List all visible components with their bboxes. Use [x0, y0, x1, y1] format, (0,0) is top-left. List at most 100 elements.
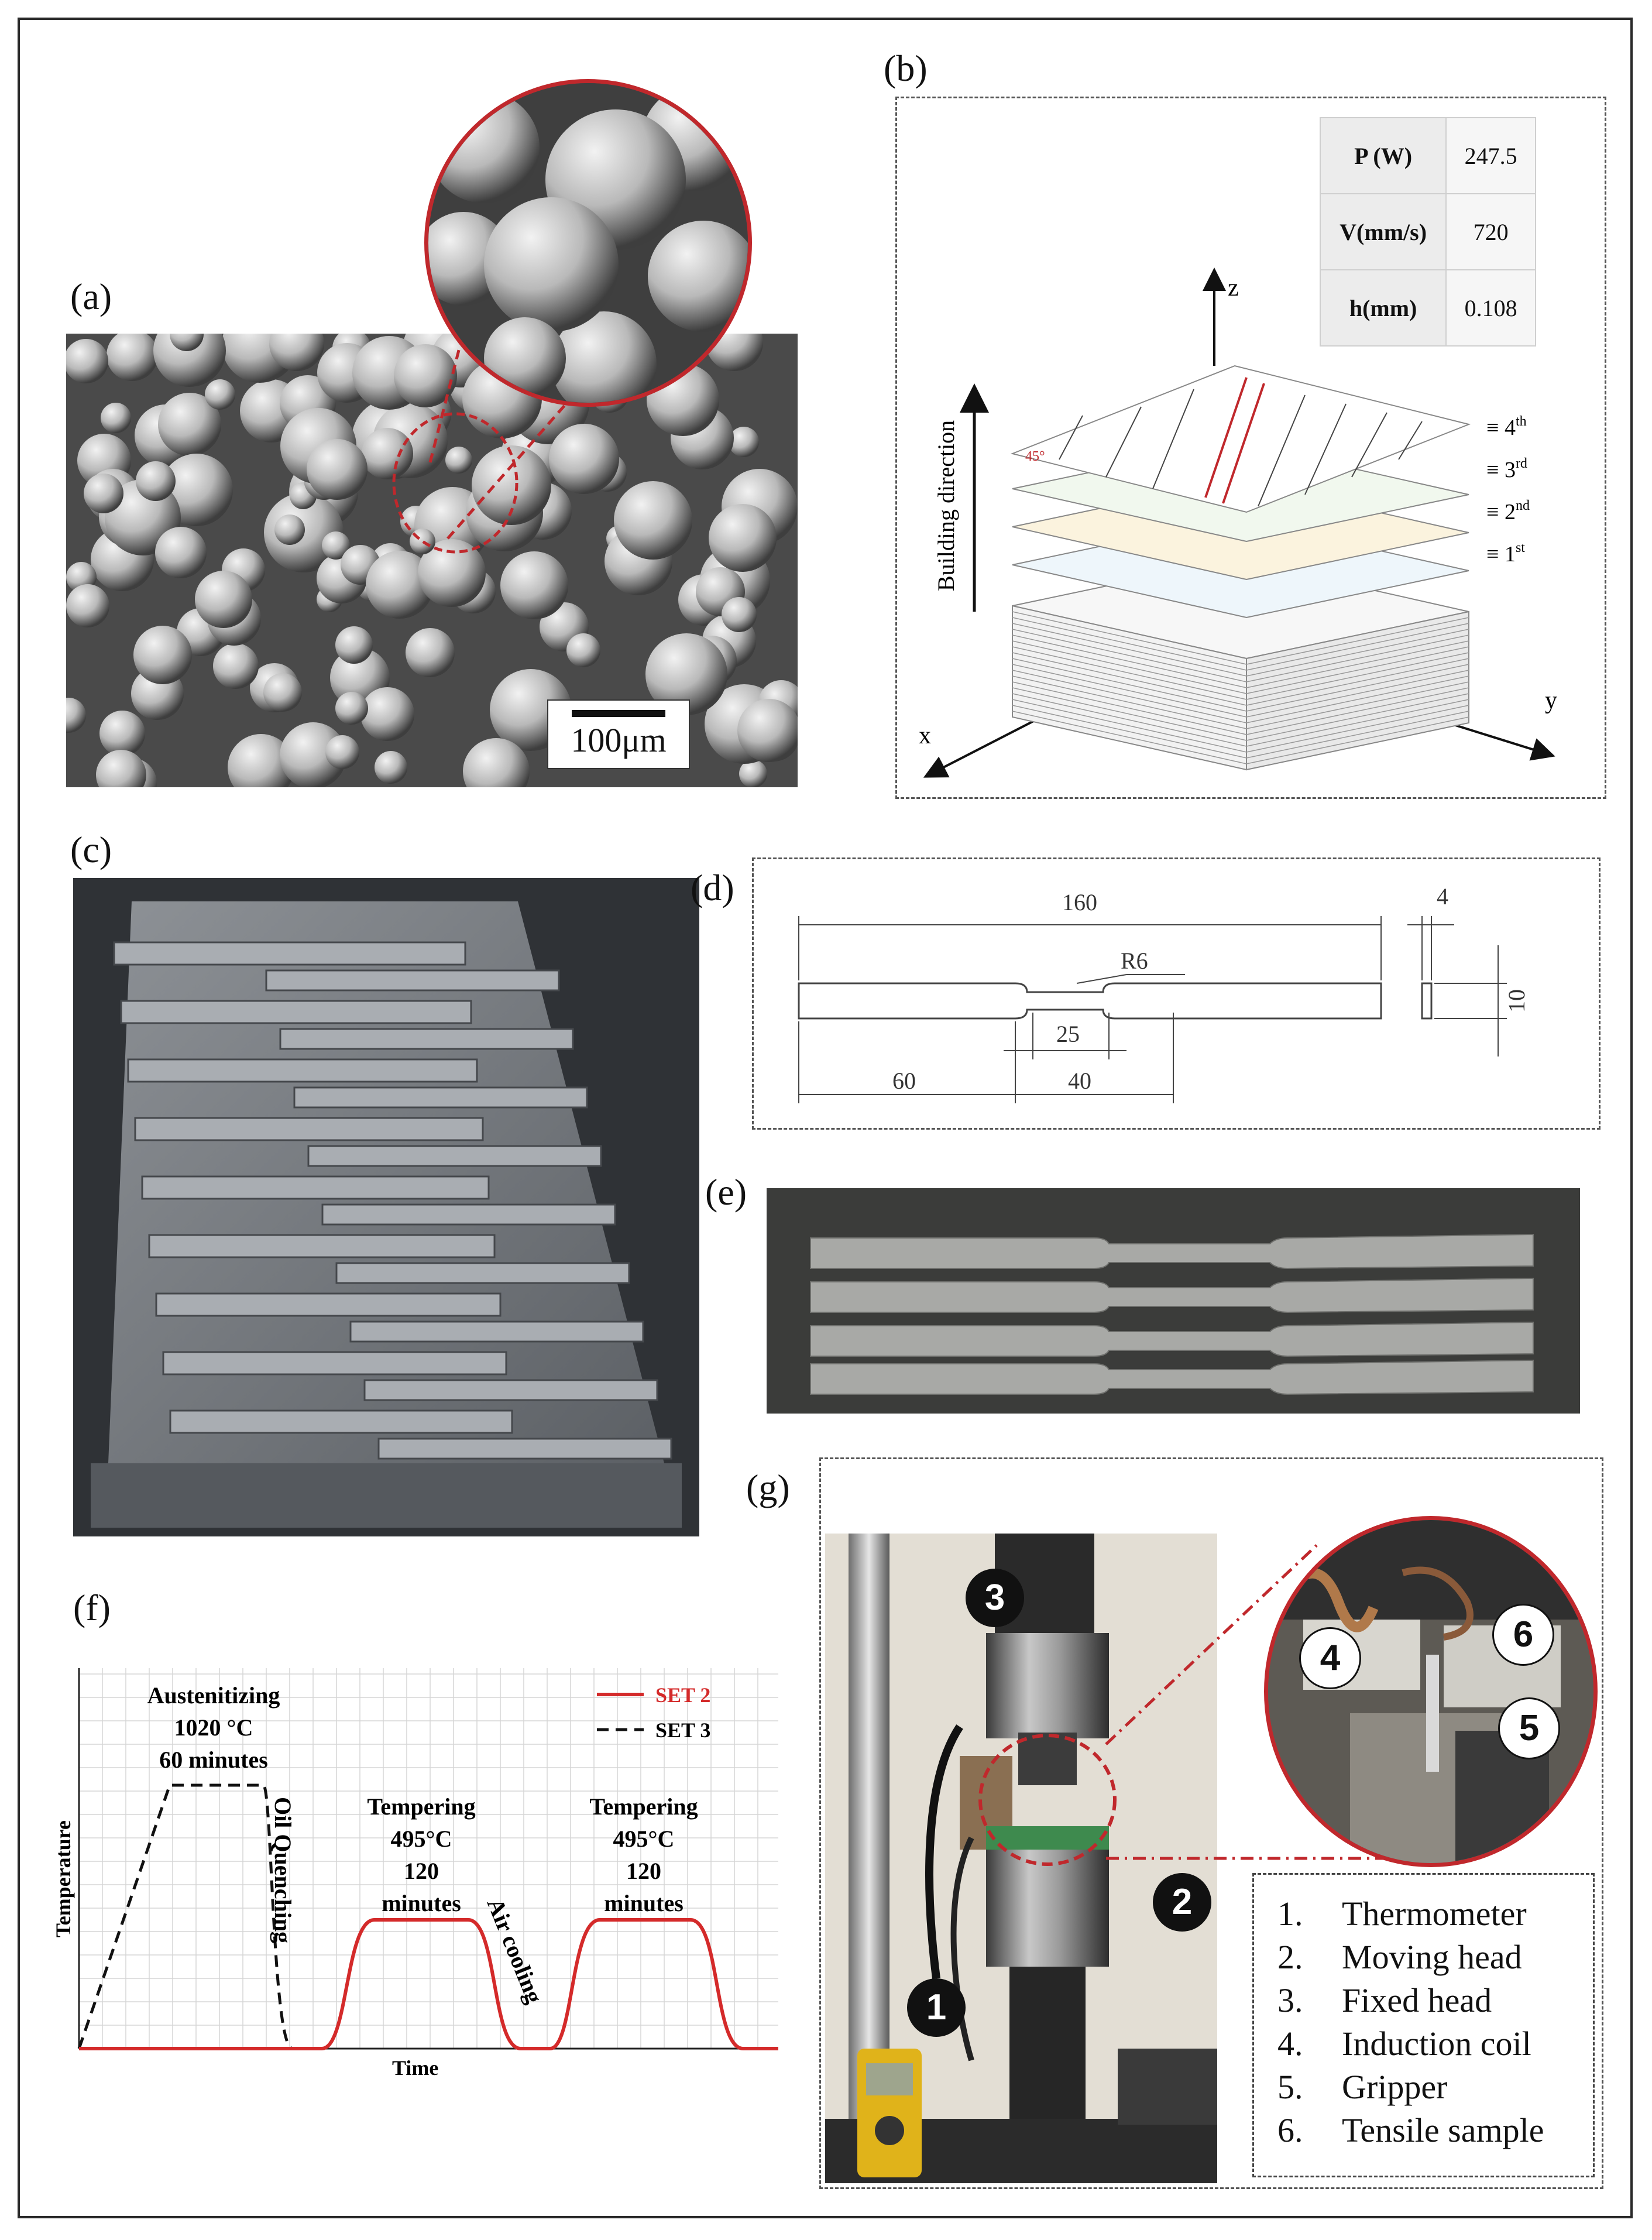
- panel-label-g: (g): [746, 1467, 790, 1508]
- powder-particle: [195, 571, 252, 628]
- panel-label-e: (e): [705, 1171, 747, 1213]
- annot-temper1-1: Tempering: [367, 1793, 475, 1820]
- legend-item: 6.Tensile sample: [1277, 2111, 1544, 2149]
- setup-legend: 1.Thermometer 2.Moving head 3.Fixed head…: [1252, 1873, 1595, 2177]
- legend-item: 3.Fixed head: [1277, 1981, 1492, 2019]
- layer-label-2: ≡ 2nd: [1486, 498, 1530, 524]
- powder-particle: [739, 760, 767, 787]
- dim-thickness: 4: [1437, 883, 1448, 910]
- legend-set3: SET 3: [655, 1718, 710, 1742]
- powder-particle: [307, 439, 368, 500]
- layer-label-4: ≡ 4th: [1486, 414, 1527, 440]
- legend-item: 4.Induction coil: [1277, 2025, 1531, 2063]
- annot-quench: Oil Quenching: [270, 1797, 296, 1943]
- layer-label-3: ≡ 3rd: [1486, 456, 1527, 482]
- powder-particle: [205, 379, 235, 410]
- setup-zoom-drawing: [1268, 1520, 1593, 1863]
- build-plate-drawing: [73, 878, 699, 1536]
- marker-1: 1: [907, 1978, 966, 2037]
- dim-reduced-length: 40: [1068, 1068, 1091, 1094]
- powder-particle: [706, 334, 763, 371]
- powder-particle: [418, 539, 486, 607]
- powder-particle: [406, 628, 455, 677]
- panel-label-f: (f): [73, 1587, 111, 1628]
- annot-austenitizing-2: 1020 °C: [174, 1714, 253, 1741]
- powder-particle: [228, 734, 294, 787]
- tensile-specimen: [810, 1277, 1534, 1313]
- scale-bar: 100μm: [547, 699, 690, 769]
- param-value: 247.5: [1445, 117, 1536, 194]
- powder-particle: [107, 334, 158, 381]
- dim-gauge-length: 25: [1056, 1021, 1080, 1047]
- tensile-specimen: [810, 1321, 1534, 1357]
- powder-particle: [213, 643, 259, 689]
- test-setup-panel: [819, 1457, 1603, 2189]
- powder-particle: [84, 474, 123, 513]
- annot-temper2-3: 120: [626, 1858, 661, 1884]
- marker-2: 2: [1153, 1873, 1211, 1932]
- powder-particle: [158, 393, 221, 456]
- annot-temper2-1: Tempering: [589, 1793, 698, 1820]
- powder-particle: [366, 551, 434, 619]
- dim-grip-length: 60: [892, 1068, 916, 1094]
- param-key: V(mm/s): [1319, 193, 1447, 270]
- annot-austenitizing-3: 60 minutes: [159, 1747, 268, 1773]
- annot-temper2-4: minutes: [604, 1890, 684, 1916]
- param-value: 0.108: [1445, 269, 1536, 347]
- powder-particle: [394, 344, 457, 407]
- powder-particle: [566, 633, 600, 667]
- powder-particle: [66, 339, 108, 383]
- powder-particle: [722, 597, 757, 632]
- tensile-specimen: [810, 1359, 1534, 1395]
- panel-label-d: (d): [691, 867, 734, 908]
- panel-label-b: (b): [884, 47, 928, 89]
- legend-item: 2.Moving head: [1277, 1938, 1522, 1976]
- panel-label-c: (c): [70, 829, 112, 870]
- hatch-angle-label: 45°: [1025, 449, 1045, 464]
- layer-label-1: ≡ 1st: [1486, 540, 1525, 567]
- powder-particle: [280, 722, 346, 787]
- powder-particle: [362, 428, 413, 479]
- powder-particle: [325, 735, 359, 769]
- heat-treatment-chart: Temperature Time SET 2 SET 3 Austenitizi…: [51, 1668, 778, 2080]
- legend-item: 5.Gripper: [1277, 2068, 1448, 2106]
- specimen-drawing-panel: [752, 857, 1601, 1130]
- param-value: 720: [1445, 193, 1536, 270]
- powder-particle: [645, 633, 727, 715]
- powder-particle: [170, 334, 204, 351]
- powder-particle: [101, 403, 131, 433]
- dim-radius: R6: [1121, 948, 1148, 974]
- powder-particle: [133, 626, 192, 684]
- scale-bar-label: 100μm: [571, 721, 667, 759]
- figure-frame: [18, 18, 1633, 2218]
- annot-air-cooling: Air cooling: [482, 1895, 548, 2007]
- param-key: P (W): [1319, 117, 1447, 194]
- powder-particle: [136, 461, 176, 501]
- powder-particle: [614, 481, 692, 560]
- axis-z-label: z: [1228, 275, 1239, 301]
- powder-particle: [153, 334, 226, 387]
- powder-particle: [269, 334, 324, 371]
- chart-ylabel: Temperature: [51, 1820, 75, 1937]
- specimen-drawing: 160 4 R6 10 25 40 60: [798, 883, 1530, 1103]
- powder-particle: [322, 531, 350, 560]
- powder-particle: [360, 687, 414, 741]
- powder-particle: [445, 447, 472, 474]
- test-machine-drawing: [825, 1534, 1217, 2183]
- setup-zoom-circle: [1264, 1516, 1598, 1867]
- marker-6: 5: [1498, 1697, 1560, 1759]
- annot-temper1-4: minutes: [382, 1890, 461, 1916]
- powder-particle: [335, 692, 368, 725]
- marker-5: 6: [1492, 1604, 1554, 1666]
- marker-4: 4: [1299, 1627, 1361, 1689]
- powder-particle: [263, 673, 302, 712]
- powder-particle: [737, 699, 798, 762]
- annot-temper2-2: 495°C: [613, 1826, 675, 1852]
- axis-y-label: y: [1545, 687, 1557, 714]
- annot-austenitizing-1: Austenitizing: [147, 1682, 280, 1709]
- chart-xlabel: Time: [392, 2056, 438, 2080]
- powder-particle: [335, 626, 373, 664]
- legend-item: 1.Thermometer: [1277, 1895, 1527, 1933]
- build-plate-photo: [73, 878, 699, 1536]
- powder-particle: [375, 751, 407, 784]
